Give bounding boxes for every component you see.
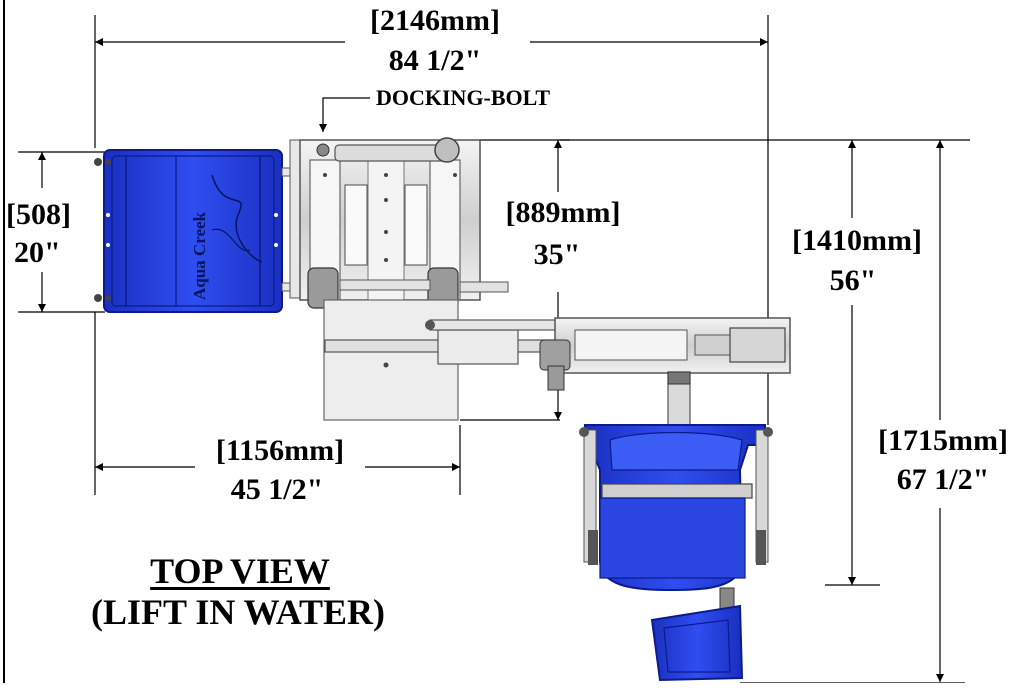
mount-base-frame [299, 137, 509, 309]
actuator-housing: Aqua Creek [94, 149, 283, 313]
boom-arm [324, 317, 791, 391]
seat-width-dimension [18, 151, 105, 313]
footrest [650, 587, 744, 682]
base-plate [323, 299, 459, 421]
docking-bolt-leader [319, 97, 370, 132]
base-depth-in: 35" [533, 238, 581, 271]
total-depth-in: 67 1/2" [896, 463, 990, 496]
seat-width-mm: [508] [6, 198, 71, 231]
overall-width-dimension [94, 15, 769, 425]
docking-bolt-label: DOCKING-BOLT [376, 85, 551, 110]
reach-dimension [560, 139, 970, 586]
total-depth-mm: [1715mm] [878, 424, 1008, 457]
connecting-rods [281, 139, 303, 299]
lift-seat [579, 424, 773, 592]
reach-in: 56" [829, 264, 877, 297]
view-subtitle: (LIFT IN WATER) [90, 592, 386, 632]
base-length-in: 45 1/2" [230, 473, 324, 506]
seat-column [667, 371, 691, 428]
view-title: TOP VIEW [150, 551, 330, 591]
overall-width-mm: [2146mm] [370, 4, 500, 37]
brand-logo-text: Aqua Creek [190, 211, 209, 300]
base-length-dimension [94, 312, 461, 495]
overall-width-in: 84 1/2" [388, 44, 482, 77]
reach-mm: [1410mm] [792, 224, 922, 257]
base-length-mm: [1156mm] [215, 434, 345, 467]
seat-width-in: 20" [14, 236, 61, 269]
base-depth-mm: [889mm] [505, 196, 621, 229]
